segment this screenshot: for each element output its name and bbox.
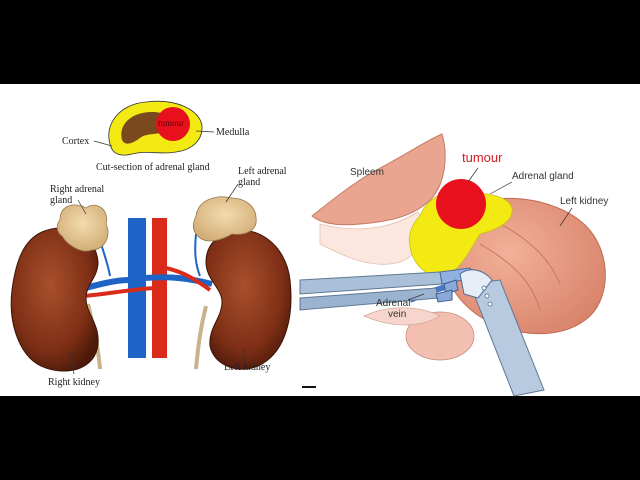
dash-mark: [302, 386, 316, 388]
left-kidney: [205, 229, 292, 370]
spleen-label: Spleem: [350, 167, 384, 178]
clip-hole: [487, 301, 493, 307]
adrenal-gland-leader-line: [489, 181, 513, 195]
cross-section-caption: Cut-section of adrenal gland: [96, 162, 210, 173]
left-adrenal-gland-label-line2: gland: [238, 177, 260, 188]
clip: [443, 279, 459, 295]
left-adrenal-gland-label: Left adrenal gland: [238, 166, 289, 188]
surgical-tumour-leader-line: [467, 167, 479, 183]
cross-section-tumour-label: tumour: [158, 118, 184, 128]
clip-hole: [484, 293, 490, 299]
pancreas-area: [405, 311, 475, 361]
image-frame: tumour Cortex Medulla Cut-section of adr…: [0, 84, 640, 396]
kidney-shading: [479, 243, 541, 311]
right-kidney-leader-line: [69, 351, 75, 375]
right-renal-artery: [83, 286, 155, 298]
clip-applier-head: [459, 269, 493, 299]
clip: [435, 289, 453, 303]
left-ureter: [194, 305, 208, 370]
left-renal-artery: [165, 266, 212, 292]
kidney-shading: [499, 223, 561, 285]
anatomy-illustration: tumour Cortex Medulla Cut-section of adr…: [10, 100, 608, 396]
right-kidney-label: Right kidney: [48, 377, 100, 388]
adrenal-vein-label-line1: Adrenal: [376, 298, 410, 309]
left-panel: tumour Cortex Medulla Cut-section of adr…: [10, 100, 292, 388]
right-panel: tumour Spleem Adrenal gland Left kidney …: [299, 133, 608, 396]
right-adrenal-gland-label-line2: gland: [50, 195, 72, 206]
spleen: [311, 133, 446, 226]
right-adrenal-gland-label-line1: Right adrenal: [50, 184, 104, 195]
left-kidney-label: Left kidney: [224, 362, 270, 373]
left-adrenal-gland: [192, 196, 257, 242]
cortex-leader-line: [93, 140, 113, 147]
aorta: [152, 218, 167, 358]
medulla-label: Medulla: [216, 127, 250, 138]
right-adrenal-gland: [56, 204, 109, 252]
adrenal-vein-label: Adrenal vein: [376, 298, 413, 320]
clip-hole: [481, 285, 487, 291]
surgical-tumour: [436, 179, 486, 229]
tumour-circle: [156, 107, 190, 141]
right-kidney: [10, 227, 99, 372]
adrenal-vessel: [194, 233, 201, 277]
left-adrenal-gland-label-line1: Left adrenal: [238, 166, 287, 177]
surgical-instruments: [299, 267, 545, 396]
adrenal-vein-label-line2: vein: [388, 309, 406, 320]
left-adrenal-leader-line: [225, 183, 239, 203]
adrenal-vein-leader-line: [407, 293, 425, 301]
left-kidney-leader-line-right: [559, 207, 573, 227]
surgical-tumour-label: tumour: [462, 150, 503, 165]
adrenal-cross-section: tumour Cortex Medulla Cut-section of adr…: [62, 100, 250, 173]
right-adrenal-gland-label: Right adrenal gland: [50, 184, 107, 206]
adrenal-gland-label: Adrenal gland: [512, 171, 574, 182]
medulla-leader-line: [195, 130, 215, 133]
cortex-label: Cortex: [62, 136, 89, 147]
right-adrenal-leader-line: [77, 199, 87, 215]
left-renal-vein: [145, 274, 213, 287]
left-kidney-label-right: Left kidney: [560, 196, 608, 207]
vessel-area: [363, 307, 441, 326]
